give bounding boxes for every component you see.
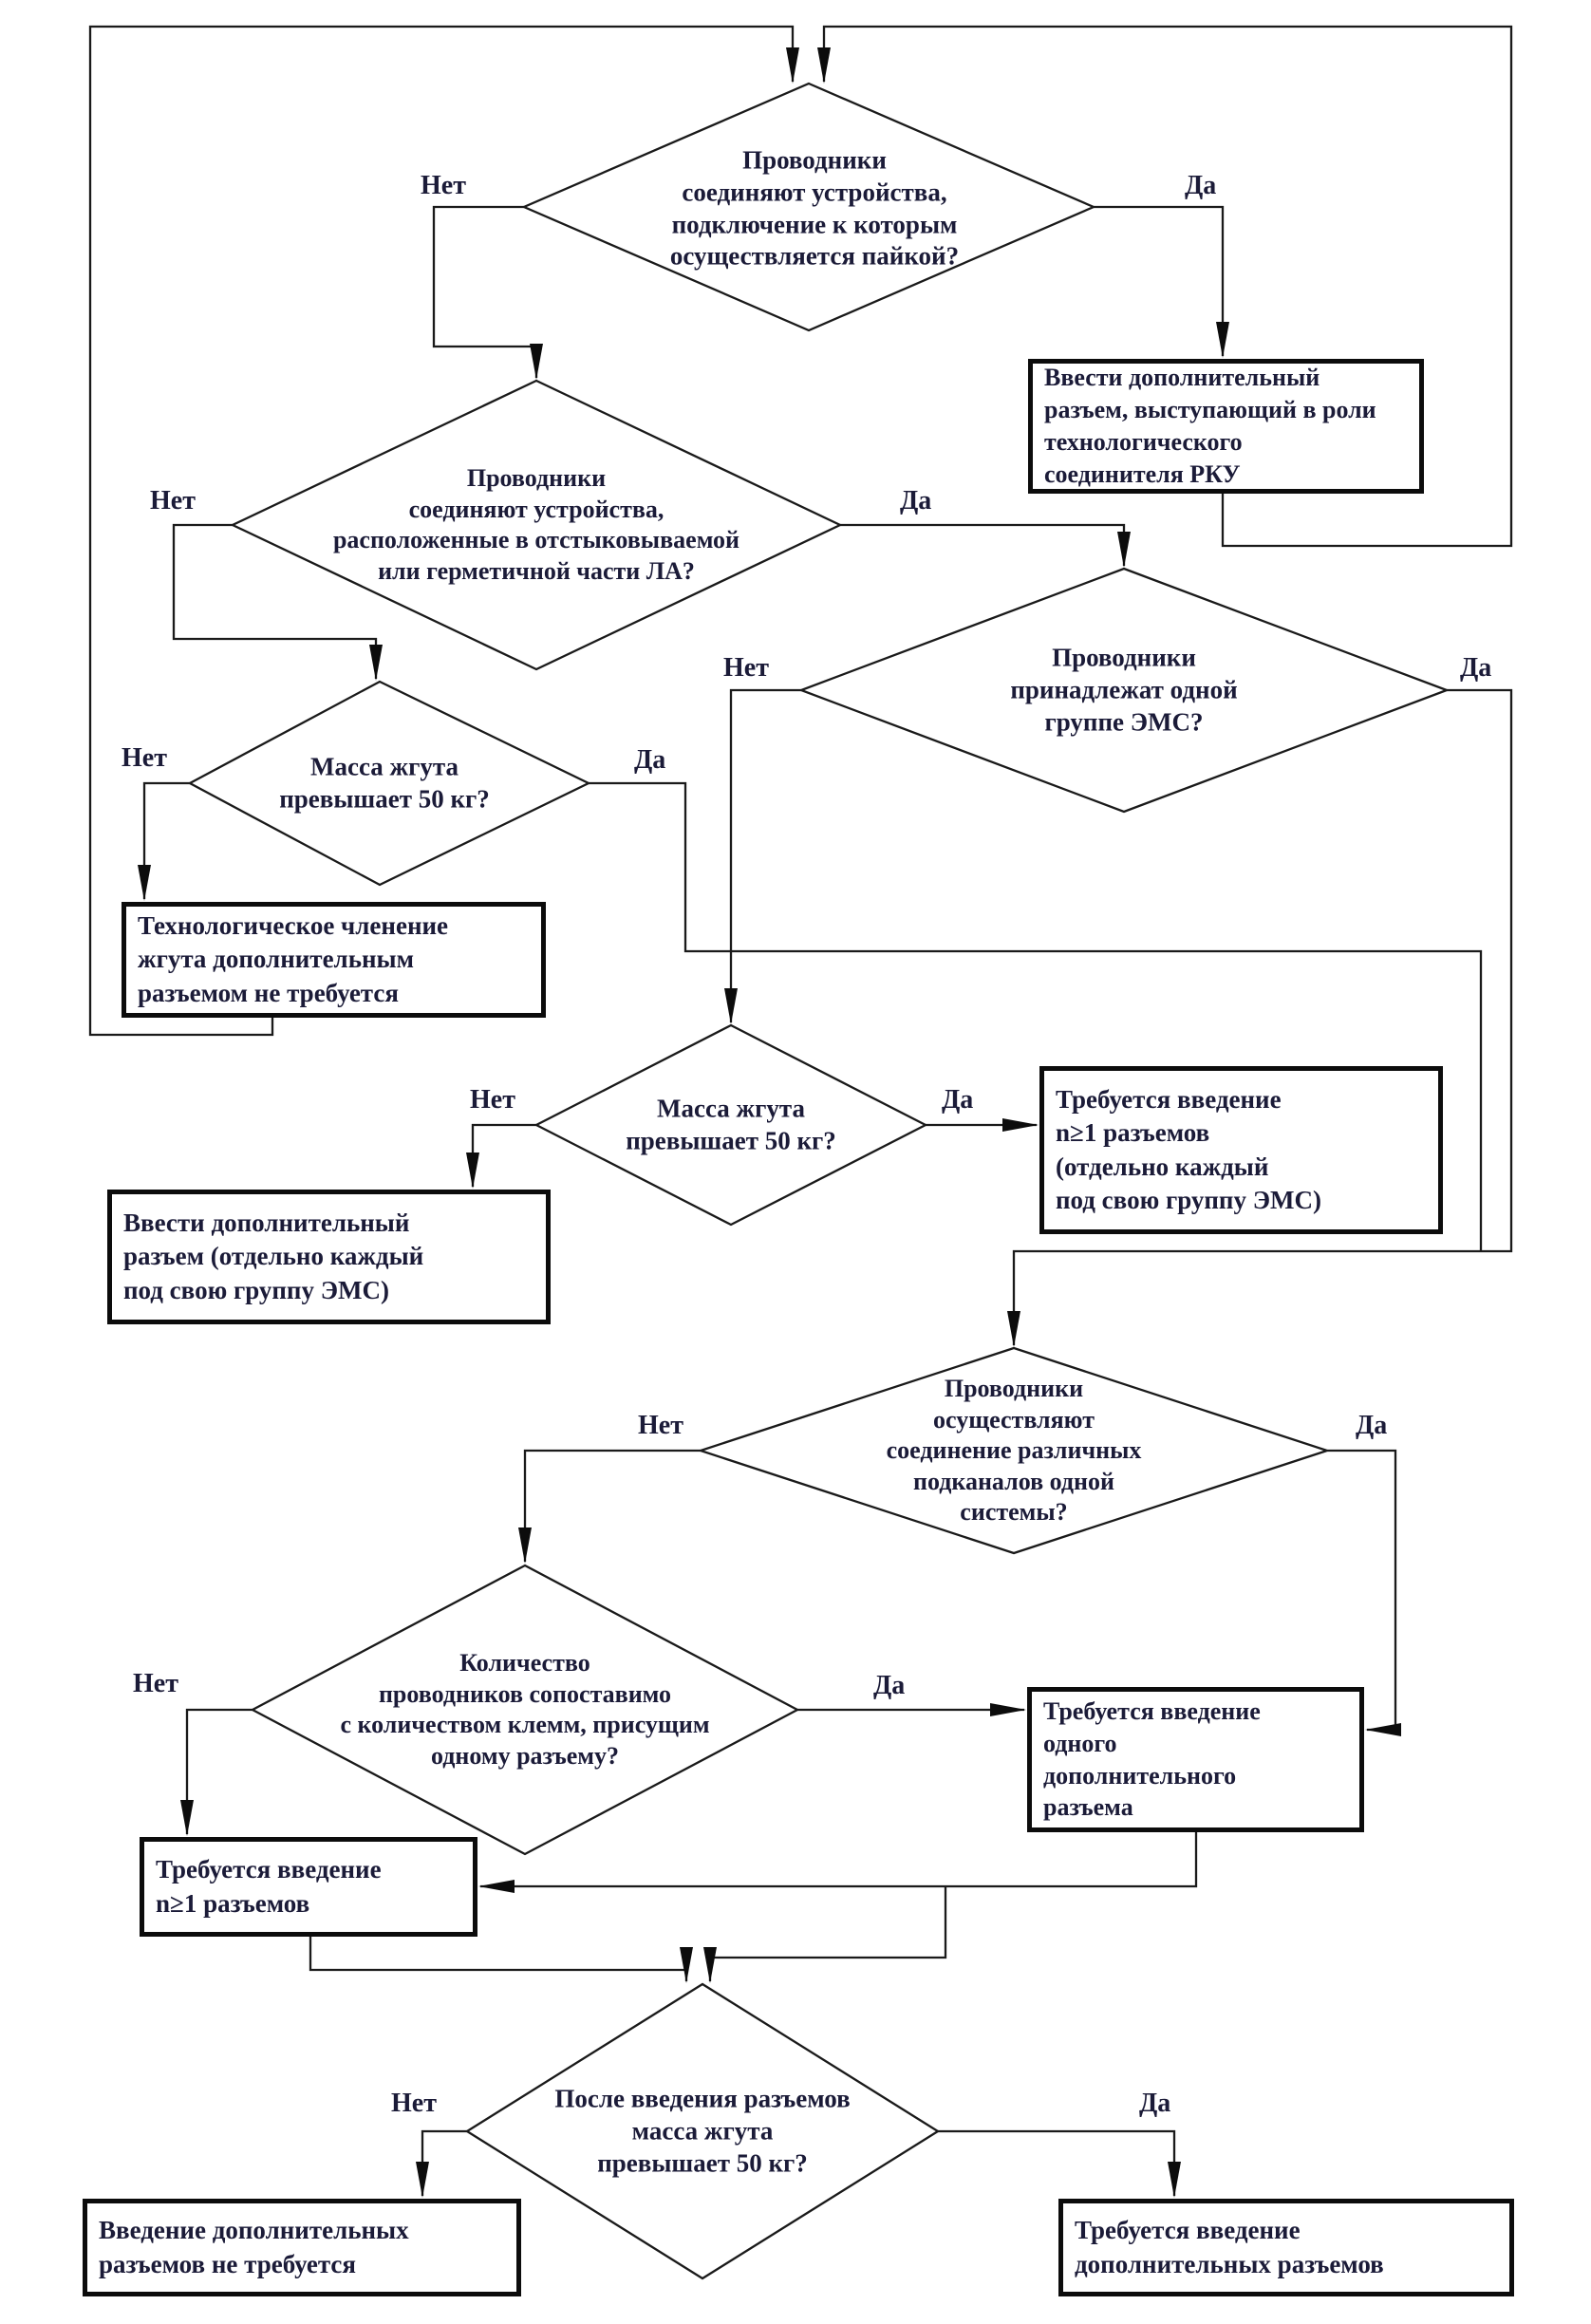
decision-harness-mass-1: Масса жгута превышает 50 кг? [279,752,490,813]
decision-shape-d5 [533,1023,928,1227]
label-d5-no: Нет [470,1085,515,1115]
box-additional-connectors-not-required: Введение дополнительных разъемов не треб… [83,2199,521,2296]
label-d6-yes: Да [1356,1411,1388,1440]
decision-harness-mass-2: Масса жгута превышает 50 кг? [626,1094,836,1154]
edge-d1-yes [1094,205,1229,358]
label-d6-no: Нет [638,1411,683,1440]
label-d7-no: Нет [133,1669,178,1698]
box-add-connector-per-emc-group: Ввести дополнительный разъем (отдельно к… [107,1190,551,1324]
decision-shape-d7 [250,1564,800,1856]
decision-shape-d3 [797,567,1451,814]
edge-d3-yes-to-d6 [1007,688,1513,1347]
edge-b2-loop-to-d1 [88,25,799,1037]
decision-shape-d1 [521,82,1096,332]
decision-shape-d6 [697,1346,1331,1555]
edge-d2-no [172,523,383,681]
label-d8-yes: Да [1139,2089,1171,2118]
edge-b1-loop-to-d1 [817,25,1513,548]
edge-d6-yes [1327,1449,1401,1736]
edge-d2-yes [840,523,1131,568]
label-d3-no: Нет [723,653,769,683]
box-tech-division-not-required: Технологическое членение жгута дополните… [122,902,546,1018]
label-d7-yes: Да [873,1671,906,1700]
label-d1-no: Нет [421,171,466,200]
edge-d7-no [180,1708,253,1836]
edge-d3-no [724,688,801,1024]
edge-d5-no [466,1123,536,1189]
label-d2-yes: Да [900,486,932,515]
label-d8-no: Нет [391,2089,437,2118]
decision-conductor-terminal-count: Количество проводников сопоставимо с кол… [340,1649,710,1770]
decision-different-subchannels: Проводники осуществляют соединение разли… [886,1374,1142,1526]
edge-d1-no [432,205,543,380]
edge-d4-yes [589,781,1483,1251]
label-d5-yes: Да [942,1085,974,1115]
edge-b5-branch-to-d8 [703,1886,947,1983]
box-tech-connector-rku: Ввести дополнительный разъем, выступающи… [1028,359,1424,494]
decision-soldered-devices: Проводники соединяют устройства, подключ… [669,145,960,271]
decision-mass-after-connectors: После введения разъемов масса жгута прев… [554,2084,851,2177]
decision-same-emc-group: Проводники принадлежат одной группе ЭМС? [1010,643,1238,736]
decision-detachable-or-sealed-part: Проводники соединяют устройства, располо… [332,464,740,585]
edge-b5-to-b6 [478,1832,1198,1893]
box-additional-connectors-required: Требуется введение дополнительных разъем… [1058,2199,1514,2296]
edge-d6-no [518,1449,701,1564]
label-d1-yes: Да [1185,171,1217,200]
edge-d4-no [138,781,190,901]
edge-d8-yes [938,2129,1181,2198]
box-n-connectors-per-emc-group: Требуется введение n≥1 разъемов (отдельн… [1039,1066,1443,1234]
label-d4-yes: Да [634,745,666,775]
label-d4-no: Нет [122,743,167,773]
decision-shape-d4 [187,680,591,887]
edge-d8-no [416,2129,467,2198]
box-one-additional-connector: Требуется введение одного дополнительног… [1027,1687,1364,1832]
label-d2-no: Нет [150,486,196,515]
decision-shape-d2 [230,379,843,671]
box-n-connectors-required: Требуется введение n≥1 разъемов [140,1837,477,1937]
edge-b6-to-d8 [309,1937,693,1983]
label-d3-yes: Да [1460,653,1492,683]
decision-shape-d8 [464,1982,941,2280]
